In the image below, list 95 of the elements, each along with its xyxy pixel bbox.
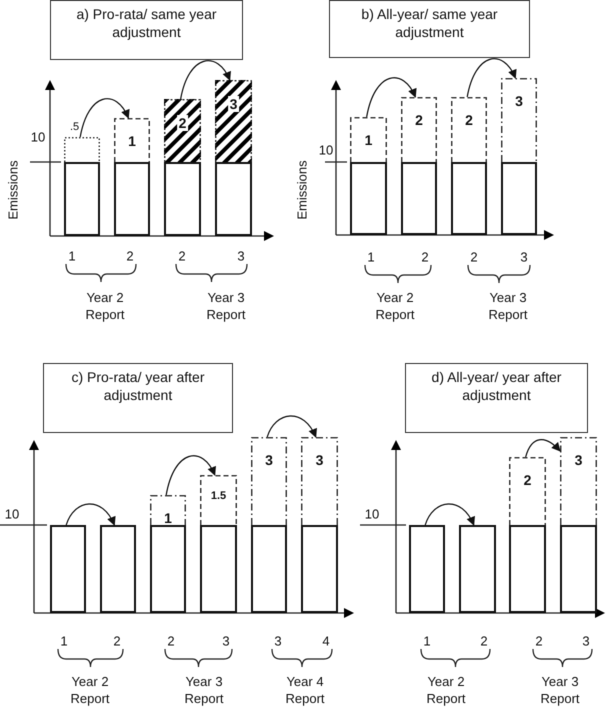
- bar: [64, 162, 100, 236]
- bar-value: 3: [316, 453, 324, 467]
- bar: [100, 525, 136, 613]
- report-label: Year 2 Report: [425, 673, 467, 707]
- bar: [200, 525, 237, 613]
- adjustment-box: [451, 97, 487, 162]
- panel-title-box: [329, 0, 530, 58]
- arrow: [266, 415, 316, 438]
- report-label: Year 4 Report: [284, 673, 326, 707]
- report-label: Year 3 Report: [205, 289, 247, 323]
- bar-value: 2: [465, 113, 473, 127]
- bar-value: 3: [574, 453, 582, 467]
- year-number: 4: [322, 632, 330, 650]
- bar-value: 1: [164, 511, 172, 525]
- arrow: [180, 60, 230, 100]
- bar: [509, 525, 546, 613]
- bar-value: 1: [128, 134, 136, 148]
- year-number: 1: [68, 248, 76, 264]
- arrow: [166, 455, 216, 496]
- bar-value: 2: [524, 473, 532, 487]
- bar: [560, 525, 597, 613]
- axis-value: 10: [318, 142, 334, 158]
- arrow: [366, 77, 416, 118]
- adjustment-value: .5: [70, 122, 80, 133]
- bar-value: 2: [176, 115, 188, 131]
- axis-title: Emissions: [294, 160, 310, 220]
- bar: [50, 525, 86, 613]
- year-number: 1: [60, 632, 68, 650]
- bar: [409, 525, 445, 613]
- year-number: 3: [582, 632, 590, 650]
- year-number: 3: [274, 632, 282, 650]
- arrow: [80, 98, 129, 138]
- bar: [301, 525, 338, 613]
- report-label: Year 3 Report: [487, 289, 529, 323]
- bar: [350, 162, 387, 235]
- arrow: [424, 503, 474, 526]
- year-number: 3: [222, 632, 230, 650]
- panel-title: c) Pro-rata/ year after adjustment: [71, 369, 205, 403]
- panel-title-box: [405, 363, 588, 433]
- bar-value: 3: [265, 453, 273, 467]
- axis-value: 10: [30, 128, 46, 146]
- bar: [150, 525, 186, 613]
- bar-value: 3: [515, 94, 523, 108]
- report-label: Year 2 Report: [84, 289, 126, 323]
- bar: [215, 162, 252, 236]
- panel-title-box: [50, 0, 243, 60]
- year-number: 2: [535, 632, 543, 650]
- year-number: 2: [113, 632, 121, 650]
- report-label: Year 3 Report: [539, 673, 581, 707]
- year-number: 2: [421, 248, 429, 266]
- year-number: 2: [167, 632, 175, 650]
- adjustment-box: [401, 97, 437, 162]
- hatched-adjustment-box: [164, 99, 201, 162]
- panel-title: d) All-year/ year after adjustment: [432, 369, 562, 403]
- adjustment-box: [350, 117, 387, 162]
- adjustment-box: [560, 437, 597, 525]
- year-number: 2: [126, 248, 134, 264]
- year-number: 3: [237, 248, 245, 264]
- bar-value: 3: [228, 96, 240, 112]
- bar: [459, 525, 496, 613]
- bar: [401, 162, 437, 235]
- panel-title-box: [43, 363, 233, 433]
- arrow: [66, 503, 115, 526]
- bar-value: 2: [415, 113, 423, 127]
- bar-value: 1.5: [210, 491, 226, 502]
- adjustment-box: [150, 495, 186, 525]
- adjustment-box: [501, 78, 537, 162]
- axis-value: 10: [4, 506, 20, 522]
- panel-title: b) All-year/ same year adjustment: [361, 6, 498, 40]
- year-number: 3: [520, 248, 528, 266]
- year-number: 1: [367, 248, 375, 266]
- bar: [501, 162, 537, 235]
- adjustment-box: [301, 437, 338, 525]
- report-label: Year 2 Report: [69, 673, 111, 707]
- bar: [164, 162, 201, 236]
- adjustment-box: [509, 457, 546, 525]
- arrow: [525, 439, 561, 458]
- hatched-adjustment-box: [215, 80, 252, 162]
- axis-value: 10: [364, 506, 380, 522]
- year-number: 2: [470, 248, 478, 266]
- axis-title: Emissions: [4, 160, 22, 220]
- year-number: 1: [423, 632, 431, 650]
- panel-title: a) Pro-rata/ same year adjustment: [76, 6, 217, 40]
- adjustment-box: [114, 118, 150, 162]
- adjustment-box: [251, 437, 287, 525]
- report-label: Year 2 Report: [374, 289, 416, 323]
- year-number: 2: [480, 632, 488, 650]
- bar: [451, 162, 487, 235]
- report-label: Year 3 Report: [183, 673, 225, 707]
- bar: [114, 162, 150, 236]
- bar-value: 1: [364, 133, 372, 147]
- bar: [251, 525, 287, 613]
- arrow: [466, 58, 516, 98]
- year-number: 2: [178, 248, 186, 264]
- adjustment-box: [200, 475, 237, 525]
